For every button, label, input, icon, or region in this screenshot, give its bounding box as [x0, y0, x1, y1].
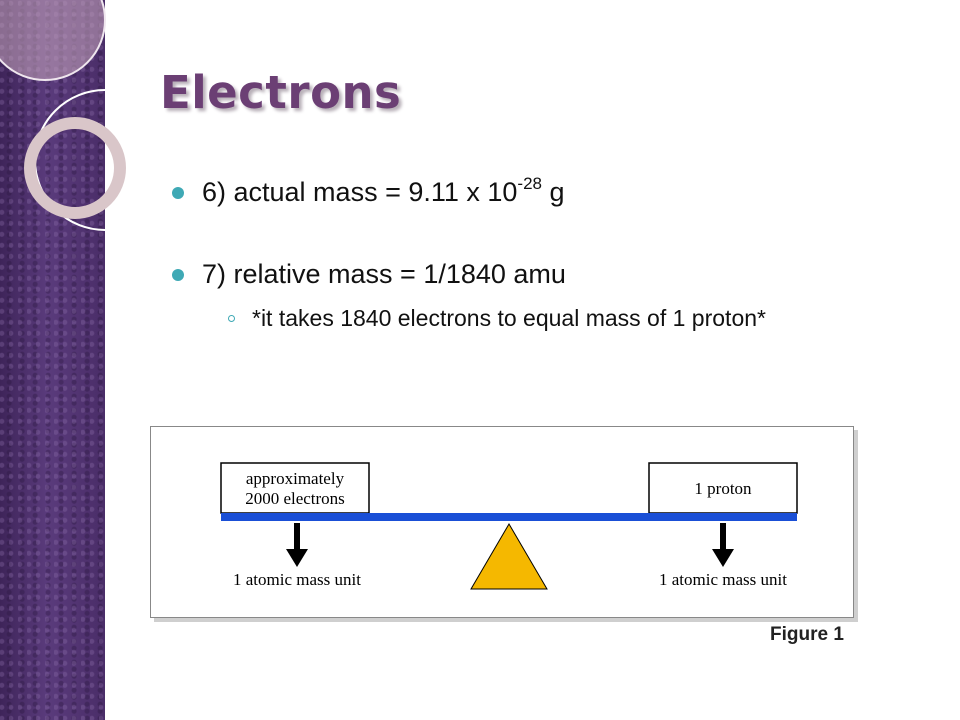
- decorative-side-band: [0, 0, 105, 720]
- left-arrow-shaft: [294, 523, 300, 551]
- left-arrow-head-icon: [286, 549, 308, 567]
- sub-bullet-note: *it takes 1840 electrons to equal mass o…: [228, 302, 832, 334]
- sub-bullet-ring-icon: [228, 315, 235, 322]
- figure-frame: approximately 2000 electrons 1 proton 1 …: [150, 426, 854, 618]
- electrons-box-line2: 2000 electrons: [245, 489, 345, 508]
- exponent: -28: [517, 174, 542, 193]
- sub-bullet-text: *it takes 1840 electrons to equal mass o…: [252, 305, 766, 331]
- bullet-dot-icon: [172, 269, 184, 281]
- right-arrow-label: 1 atomic mass unit: [659, 570, 787, 589]
- bullet-dot-icon: [172, 187, 184, 199]
- right-arrow-shaft: [720, 523, 726, 551]
- balance-beam: [221, 513, 797, 521]
- bullet-actual-mass: 6) actual mass = 9.11 x 10-28 g: [172, 174, 932, 210]
- proton-box-label: 1 proton: [694, 479, 752, 498]
- figure-caption: Figure 1: [770, 624, 844, 645]
- bullet-relative-mass: 7) relative mass = 1/1840 amu: [172, 256, 932, 292]
- balance-diagram: approximately 2000 electrons 1 proton 1 …: [220, 462, 798, 590]
- bullet-relative-mass-text: 7) relative mass = 1/1840 amu: [202, 259, 566, 289]
- right-arrow-head-icon: [712, 549, 734, 567]
- left-arrow-label: 1 atomic mass unit: [233, 570, 361, 589]
- electrons-box-line1: approximately: [246, 469, 345, 488]
- proton-box: [648, 462, 798, 514]
- bullet-list: 6) actual mass = 9.11 x 10-28 g 7) relat…: [172, 170, 932, 334]
- fulcrum-triangle: [470, 523, 548, 590]
- electrons-box: [220, 462, 370, 514]
- balance-figure: approximately 2000 electrons 1 proton 1 …: [150, 426, 854, 645]
- unit-grams: g: [542, 177, 565, 207]
- bullet-actual-mass-text: 6) actual mass = 9.11 x 10: [202, 177, 518, 207]
- slide-title: Electrons: [160, 66, 402, 119]
